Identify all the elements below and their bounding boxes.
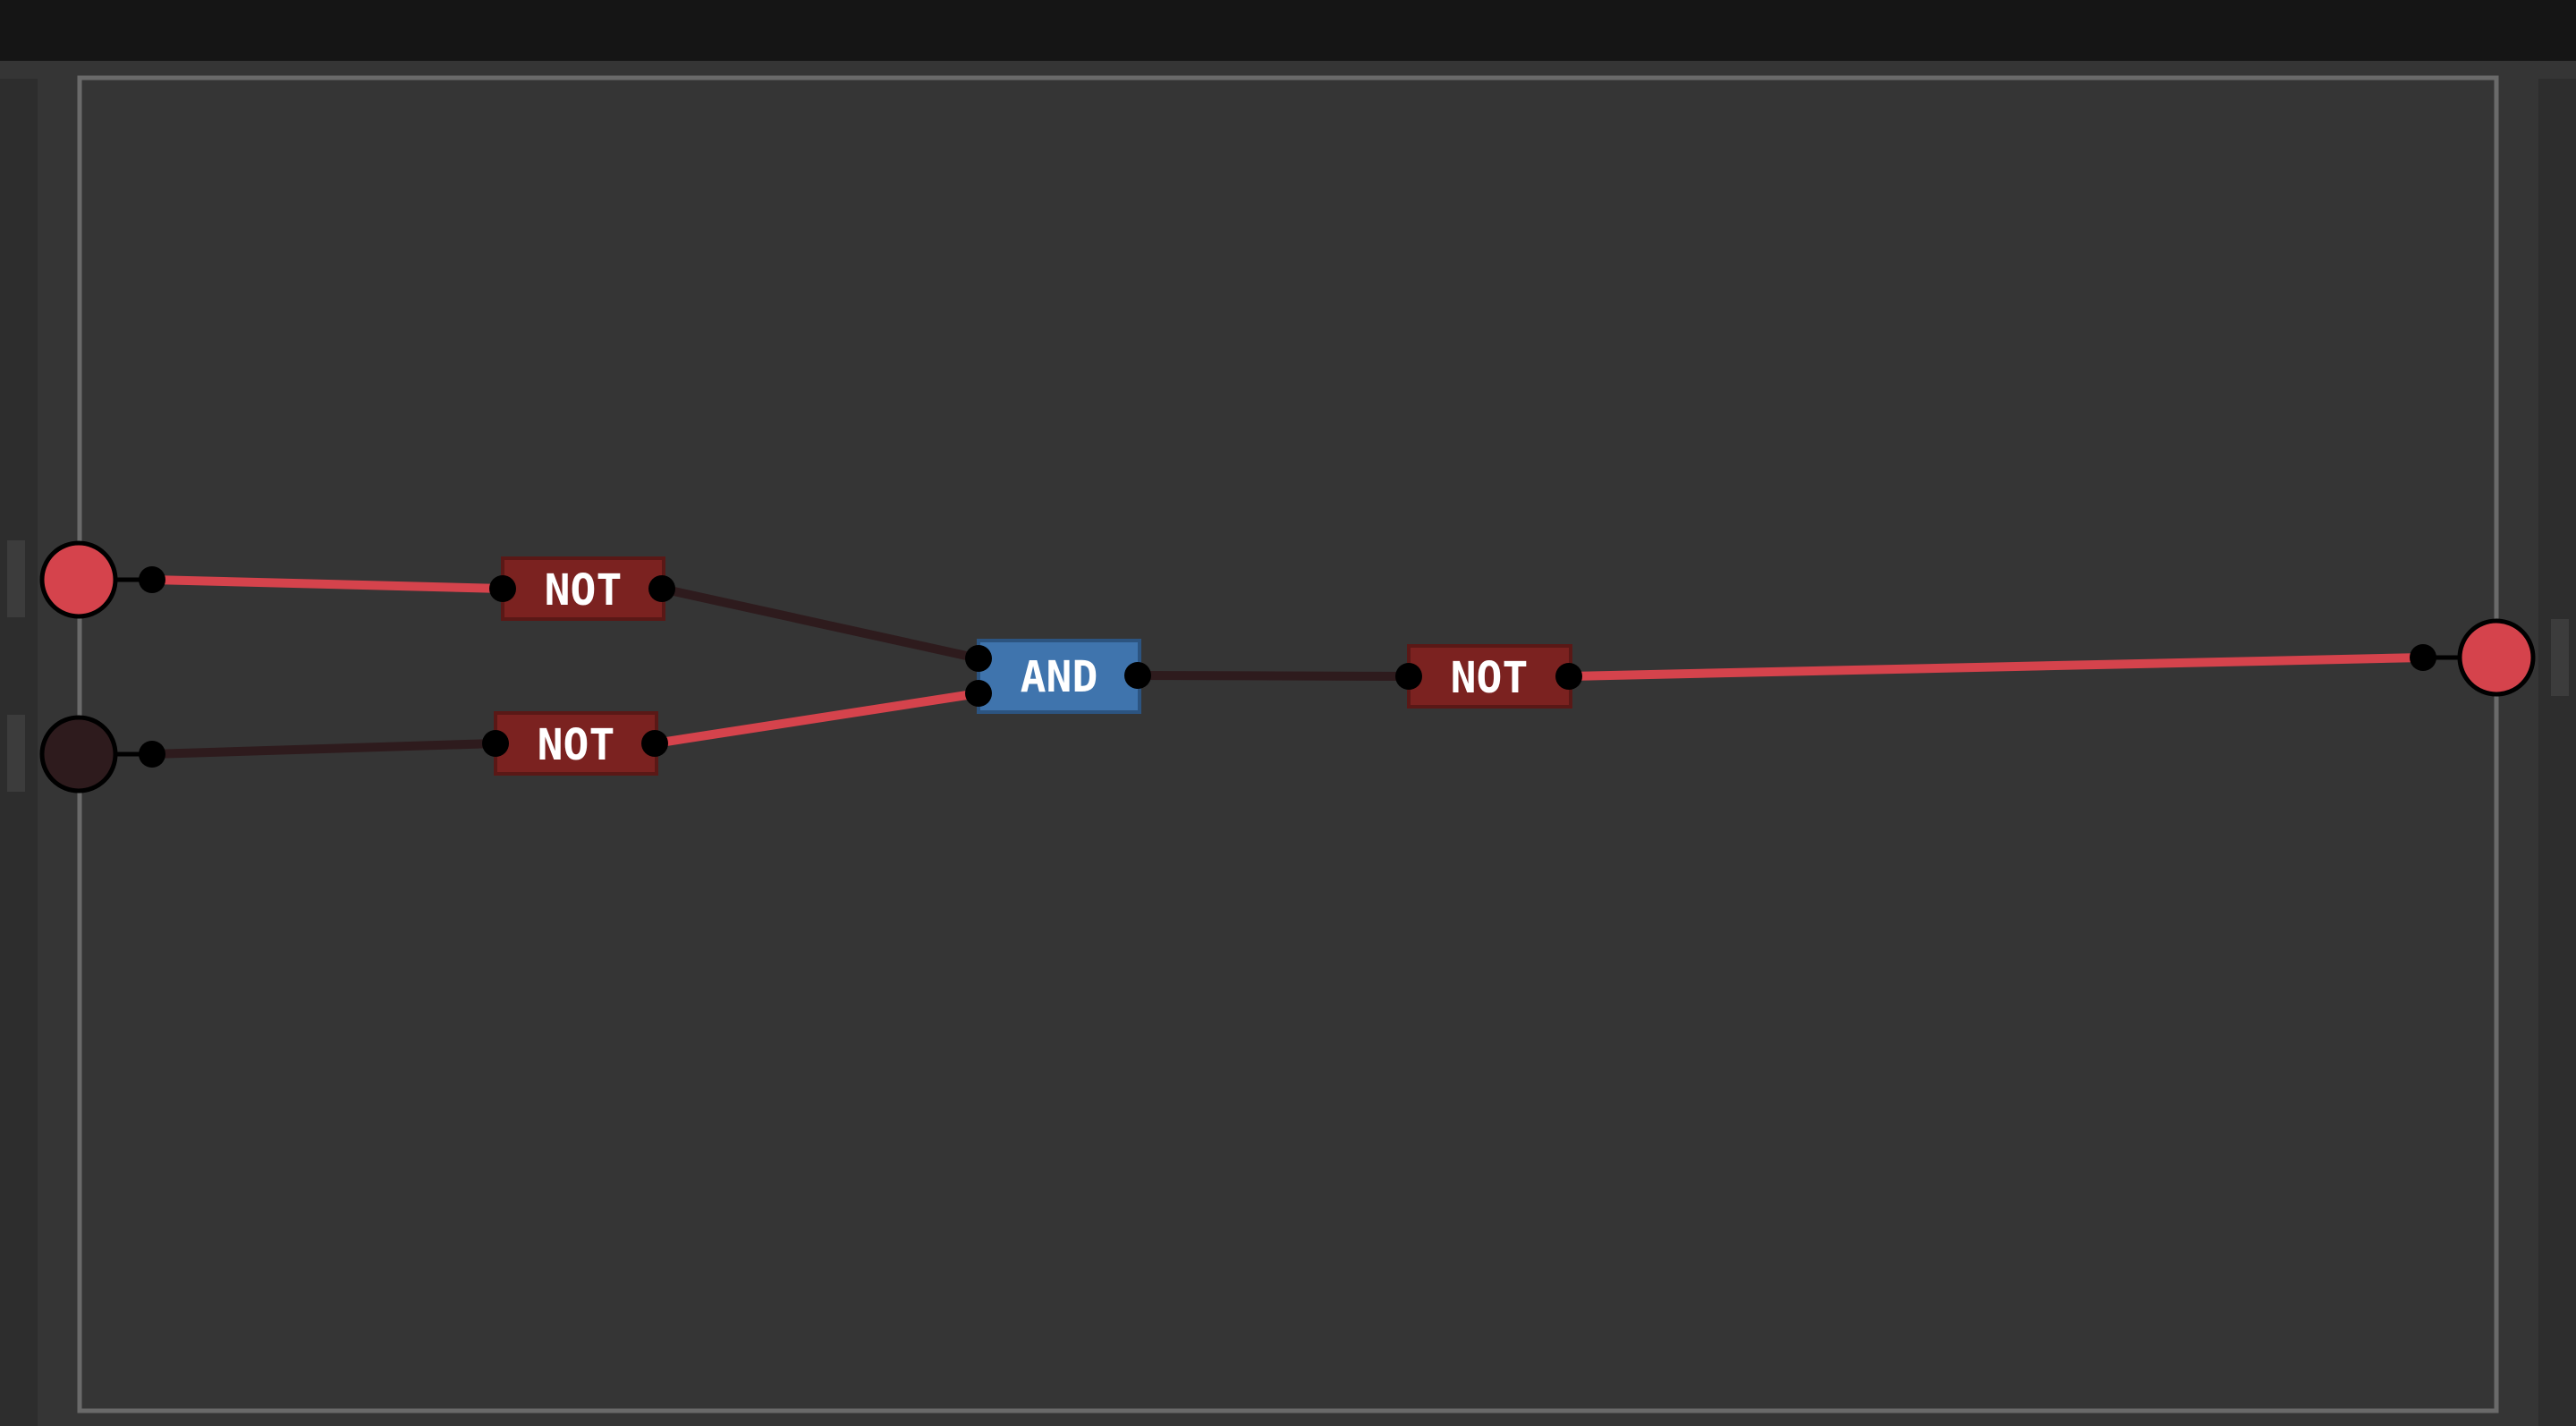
- not-gate-1-output-pin[interactable]: [648, 575, 675, 602]
- input-pin-handle-2[interactable]: [7, 715, 25, 792]
- not-gate-1-label: NOT: [545, 565, 623, 615]
- and-gate-1-input-pin-a[interactable]: [965, 645, 992, 672]
- not-gate-2-output-pin[interactable]: [641, 730, 668, 757]
- wire-not3-output[interactable]: [1568, 653, 2424, 681]
- input-toggle-2[interactable]: [39, 715, 118, 794]
- not-gate-3-label: NOT: [1451, 653, 1529, 703]
- input1-pin[interactable]: [139, 566, 165, 593]
- and-gate-1[interactable]: AND: [965, 639, 1151, 714]
- wire-and-not3[interactable]: [1137, 671, 1410, 681]
- not-gate-2[interactable]: NOT: [482, 711, 668, 776]
- not-gate-2-input-pin[interactable]: [482, 730, 509, 757]
- output-pin-sidebar[interactable]: [2538, 79, 2576, 1426]
- wires: [116, 575, 2460, 759]
- and-gate-1-output-pin[interactable]: [1124, 662, 1151, 689]
- wire-input2-not2[interactable]: [151, 739, 496, 759]
- top-bar: [0, 0, 2576, 61]
- not-gate-3-output-pin[interactable]: [1555, 663, 1582, 690]
- not-gate-1[interactable]: NOT: [489, 556, 675, 621]
- input-toggle-1[interactable]: [39, 540, 118, 619]
- wire-not2-and[interactable]: [654, 689, 979, 748]
- wire-input1-not1[interactable]: [151, 575, 504, 593]
- not-gate-3-input-pin[interactable]: [1395, 663, 1422, 690]
- input-pin-sidebar[interactable]: [0, 79, 38, 1426]
- not-gate-2-label: NOT: [538, 720, 615, 770]
- input-pin-handle-1[interactable]: [7, 540, 25, 617]
- output1-pin[interactable]: [2410, 644, 2436, 671]
- and-gate-1-label: AND: [1021, 652, 1098, 702]
- output-pin-handle-1[interactable]: [2551, 619, 2569, 696]
- wire-not1-and[interactable]: [660, 584, 980, 663]
- output-indicator-1: [2457, 618, 2536, 697]
- and-gate-1-input-pin-b[interactable]: [965, 680, 992, 707]
- input2-pin[interactable]: [139, 741, 165, 768]
- not-gate-1-input-pin[interactable]: [489, 575, 516, 602]
- not-gate-3[interactable]: NOT: [1395, 644, 1582, 709]
